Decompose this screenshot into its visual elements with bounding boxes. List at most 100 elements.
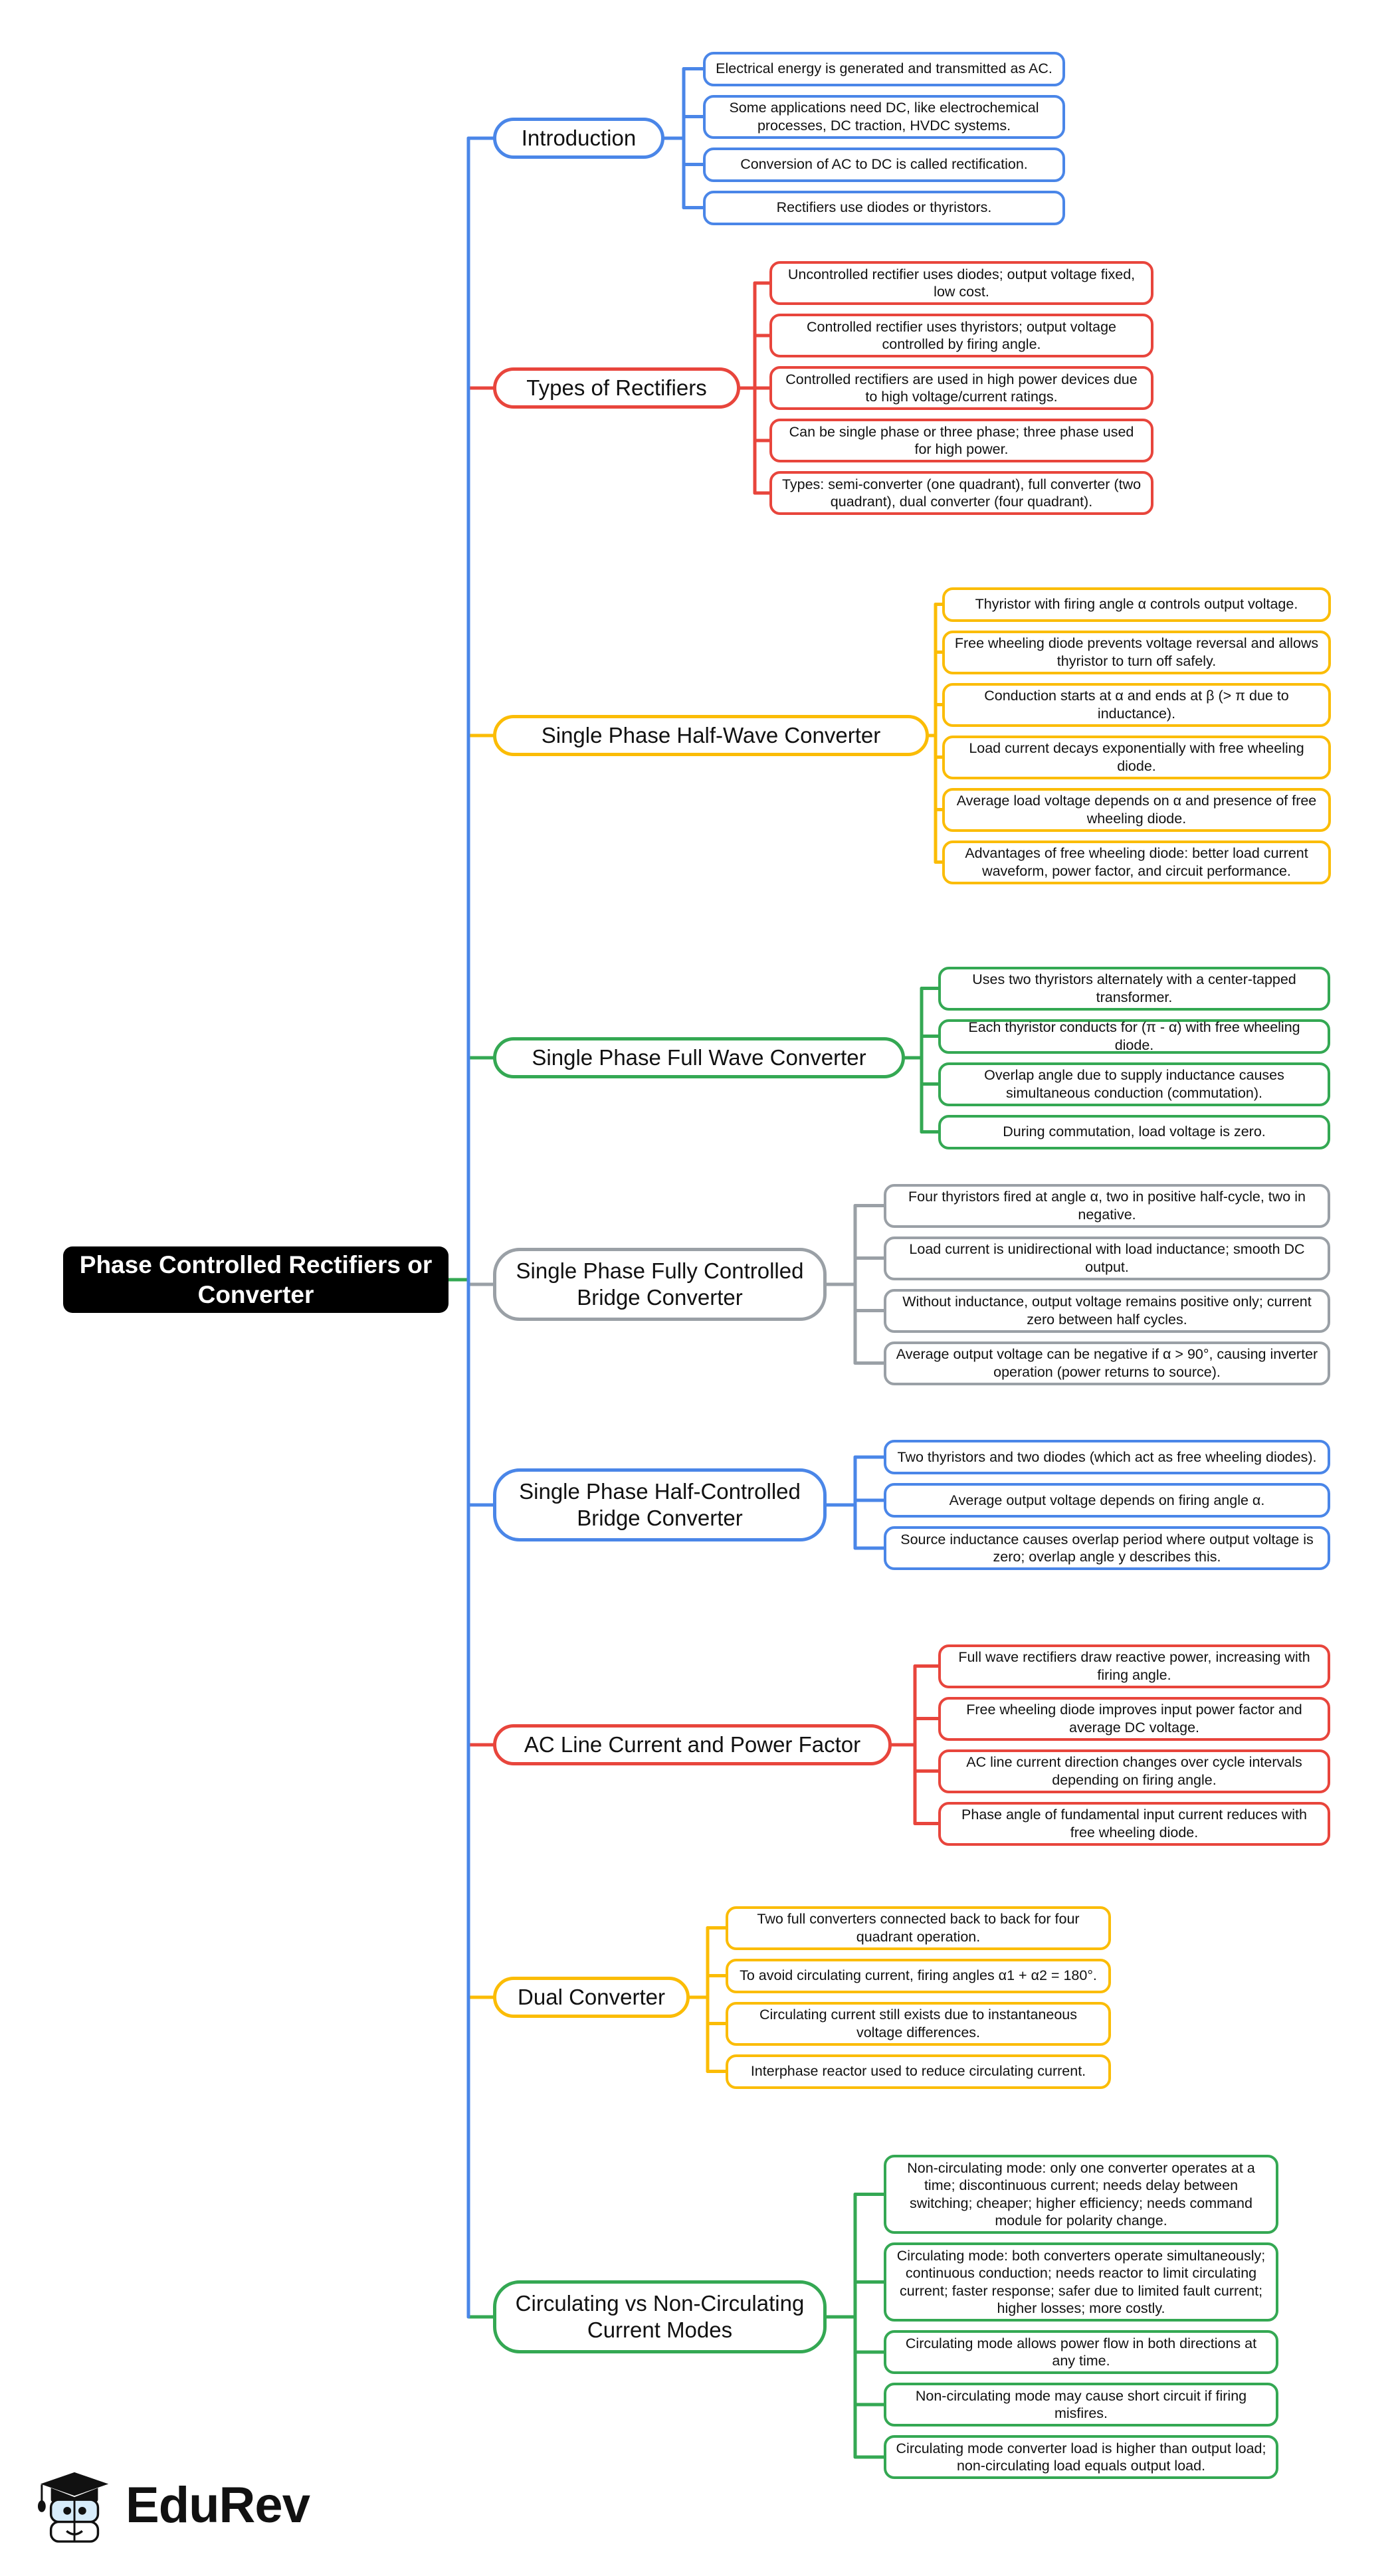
- leaf-label: Rectifiers use diodes or thyristors.: [776, 199, 992, 216]
- leaf-label: Types: semi-converter (one quadrant), fu…: [781, 476, 1142, 510]
- leaf-label: Load current is unidirectional with load…: [909, 1241, 1305, 1275]
- branch-node-2[interactable]: Types of Rectifiers: [493, 367, 740, 409]
- leaf-node-2-2[interactable]: Controlled rectifier uses thyristors; ou…: [769, 314, 1153, 357]
- leaf-node-6-2[interactable]: Average output voltage depends on firing…: [884, 1483, 1330, 1518]
- branch-label: AC Line Current and Power Factor: [524, 1732, 861, 1757]
- leaf-label: Can be single phase or three phase; thre…: [789, 423, 1134, 457]
- leaf-label: Circulating mode: both converters operat…: [896, 2248, 1266, 2316]
- leaf-label: To avoid circulating current, firing ang…: [740, 1967, 1097, 1984]
- leaf-label: Controlled rectifiers are used in high p…: [785, 371, 1138, 405]
- leaf-node-3-3[interactable]: Conduction starts at α and ends at β (> …: [942, 682, 1331, 727]
- graduation-cap-book-mascot-icon: [37, 2472, 109, 2543]
- branch-label: Types of Rectifiers: [526, 375, 707, 400]
- leaf-node-1-4[interactable]: Rectifiers use diodes or thyristors.: [703, 190, 1065, 225]
- leaf-node-4-4[interactable]: During commutation, load voltage is zero…: [938, 1114, 1330, 1149]
- leaf-node-3-5[interactable]: Average load voltage depends on α and pr…: [942, 787, 1331, 832]
- leaf-label: Electrical energy is generated and trans…: [716, 60, 1052, 77]
- leaf-label: Conduction starts at α and ends at β (> …: [984, 688, 1289, 722]
- branch-node-4[interactable]: Single Phase Full Wave Converter: [493, 1037, 905, 1078]
- leaf-node-6-3[interactable]: Source inductance causes overlap period …: [884, 1526, 1330, 1570]
- leaf-node-2-5[interactable]: Types: semi-converter (one quadrant), fu…: [769, 471, 1153, 515]
- leaf-node-9-2[interactable]: Circulating mode: both converters operat…: [884, 2242, 1278, 2322]
- leaf-node-7-3[interactable]: AC line current direction changes over c…: [938, 1749, 1330, 1793]
- leaf-node-4-2[interactable]: Each thyristor conducts for (π - α) with…: [938, 1019, 1330, 1054]
- leaf-label: Free wheeling diode prevents voltage rev…: [954, 635, 1319, 669]
- branch-node-7[interactable]: AC Line Current and Power Factor: [493, 1724, 892, 1765]
- leaf-node-2-3[interactable]: Controlled rectifiers are used in high p…: [769, 366, 1153, 410]
- leaf-label: Four thyristors fired at angle α, two in…: [908, 1189, 1306, 1223]
- leaf-node-6-1[interactable]: Two thyristors and two diodes (which act…: [884, 1440, 1330, 1474]
- leaf-label: Overlap angle due to supply inductance c…: [984, 1067, 1284, 1101]
- leaf-node-5-4[interactable]: Average output voltage can be negative i…: [884, 1341, 1330, 1385]
- leaf-node-2-4[interactable]: Can be single phase or three phase; thre…: [769, 419, 1153, 462]
- branch-label: Single Phase Fully Controlled Bridge Con…: [516, 1258, 804, 1310]
- leaf-label: Thyristor with firing angle α controls o…: [975, 596, 1298, 613]
- leaf-node-7-1[interactable]: Full wave rectifiers draw reactive power…: [938, 1644, 1330, 1688]
- leaf-node-9-3[interactable]: Circulating mode allows power flow in bo…: [884, 2330, 1278, 2374]
- branch-node-8[interactable]: Dual Converter: [493, 1977, 690, 2018]
- leaf-label: Load current decays exponentially with f…: [969, 740, 1304, 774]
- leaf-label: During commutation, load voltage is zero…: [1003, 1124, 1266, 1140]
- leaf-label: Two full converters connected back to ba…: [757, 1911, 1080, 1945]
- leaf-node-7-4[interactable]: Phase angle of fundamental input current…: [938, 1801, 1330, 1846]
- branch-label: Circulating vs Non-Circulating Current M…: [515, 2290, 805, 2342]
- leaf-node-5-1[interactable]: Four thyristors fired at angle α, two in…: [884, 1183, 1330, 1228]
- leaf-label: Advantages of free wheeling diode: bette…: [965, 845, 1308, 879]
- branch-node-5[interactable]: Single Phase Fully Controlled Bridge Con…: [493, 1248, 827, 1321]
- brand-name: EduRev: [126, 2476, 310, 2533]
- leaf-label: Uncontrolled rectifier uses diodes; outp…: [787, 266, 1136, 300]
- leaf-node-8-1[interactable]: Two full converters connected back to ba…: [726, 1906, 1111, 1950]
- root-node[interactable]: Phase Controlled Rectifiers or Converter: [63, 1246, 449, 1313]
- leaf-node-3-1[interactable]: Thyristor with firing angle α controls o…: [942, 587, 1331, 622]
- leaf-label: Circulating mode allows power flow in bo…: [905, 2335, 1257, 2369]
- leaf-node-4-1[interactable]: Uses two thyristors alternately with a c…: [938, 966, 1330, 1011]
- leaf-label: Circulating current still exists due to …: [759, 2007, 1078, 2040]
- branch-node-6[interactable]: Single Phase Half-Controlled Bridge Conv…: [493, 1468, 827, 1541]
- leaf-node-4-3[interactable]: Overlap angle due to supply inductance c…: [938, 1062, 1330, 1106]
- leaf-node-9-5[interactable]: Circulating mode converter load is highe…: [884, 2435, 1278, 2479]
- leaf-node-9-4[interactable]: Non-circulating mode may cause short cir…: [884, 2383, 1278, 2427]
- leaf-node-3-4[interactable]: Load current decays exponentially with f…: [942, 735, 1331, 779]
- leaf-label: Conversion of AC to DC is called rectifi…: [740, 156, 1028, 173]
- leaf-label: Controlled rectifier uses thyristors; ou…: [806, 318, 1117, 352]
- leaf-label: Average load voltage depends on α and pr…: [956, 793, 1317, 827]
- leaf-node-8-2[interactable]: To avoid circulating current, firing ang…: [726, 1958, 1111, 1993]
- branch-label: Single Phase Half-Wave Converter: [541, 722, 881, 747]
- leaf-node-1-3[interactable]: Conversion of AC to DC is called rectifi…: [703, 147, 1065, 182]
- branch-label: Introduction: [521, 125, 637, 150]
- brand-logo: EduRev: [37, 2455, 322, 2555]
- leaf-label: Free wheeling diode improves input power…: [966, 1702, 1302, 1735]
- leaf-label: Without inductance, output voltage remai…: [902, 1294, 1312, 1328]
- leaf-label: Uses two thyristors alternately with a c…: [972, 971, 1296, 1005]
- leaf-label: Phase angle of fundamental input current…: [961, 1807, 1307, 1840]
- branch-node-1[interactable]: Introduction: [493, 118, 664, 159]
- leaf-label: Non-circulating mode: only one converter…: [907, 2160, 1255, 2229]
- leaf-node-8-4[interactable]: Interphase reactor used to reduce circul…: [726, 2054, 1111, 2089]
- leaf-label: Some applications need DC, like electroc…: [729, 100, 1039, 134]
- leaf-node-3-6[interactable]: Advantages of free wheeling diode: bette…: [942, 840, 1331, 884]
- branch-label: Dual Converter: [518, 1984, 665, 2009]
- leaf-node-9-1[interactable]: Non-circulating mode: only one converter…: [884, 2155, 1278, 2234]
- leaf-label: Each thyristor conducts for (π - α) with…: [968, 1019, 1300, 1053]
- leaf-label: Circulating mode converter load is highe…: [896, 2440, 1266, 2474]
- leaf-node-7-2[interactable]: Free wheeling diode improves input power…: [938, 1696, 1330, 1741]
- leaf-label: Source inductance causes overlap period …: [900, 1531, 1314, 1565]
- branch-label: Single Phase Half-Controlled Bridge Conv…: [519, 1478, 801, 1530]
- leaf-label: Two thyristors and two diodes (which act…: [897, 1448, 1317, 1465]
- leaf-node-5-3[interactable]: Without inductance, output voltage remai…: [884, 1288, 1330, 1333]
- branch-node-9[interactable]: Circulating vs Non-Circulating Current M…: [493, 2280, 827, 2353]
- branch-node-3[interactable]: Single Phase Half-Wave Converter: [493, 715, 929, 756]
- leaf-label: Average output voltage depends on firing…: [949, 1492, 1265, 1508]
- leaf-node-5-2[interactable]: Load current is unidirectional with load…: [884, 1236, 1330, 1280]
- leaf-node-1-1[interactable]: Electrical energy is generated and trans…: [703, 51, 1065, 86]
- leaf-node-1-2[interactable]: Some applications need DC, like electroc…: [703, 94, 1065, 139]
- leaf-label: Interphase reactor used to reduce circul…: [750, 2063, 1086, 2080]
- branch-label: Single Phase Full Wave Converter: [532, 1044, 866, 1070]
- leaf-label: Full wave rectifiers draw reactive power…: [958, 1649, 1310, 1683]
- leaf-label: Average output voltage can be negative i…: [896, 1346, 1318, 1380]
- leaf-node-8-3[interactable]: Circulating current still exists due to …: [726, 2001, 1111, 2046]
- leaf-node-3-2[interactable]: Free wheeling diode prevents voltage rev…: [942, 630, 1331, 674]
- leaf-node-2-1[interactable]: Uncontrolled rectifier uses diodes; outp…: [769, 261, 1153, 305]
- leaf-label: Non-circulating mode may cause short cir…: [915, 2387, 1247, 2421]
